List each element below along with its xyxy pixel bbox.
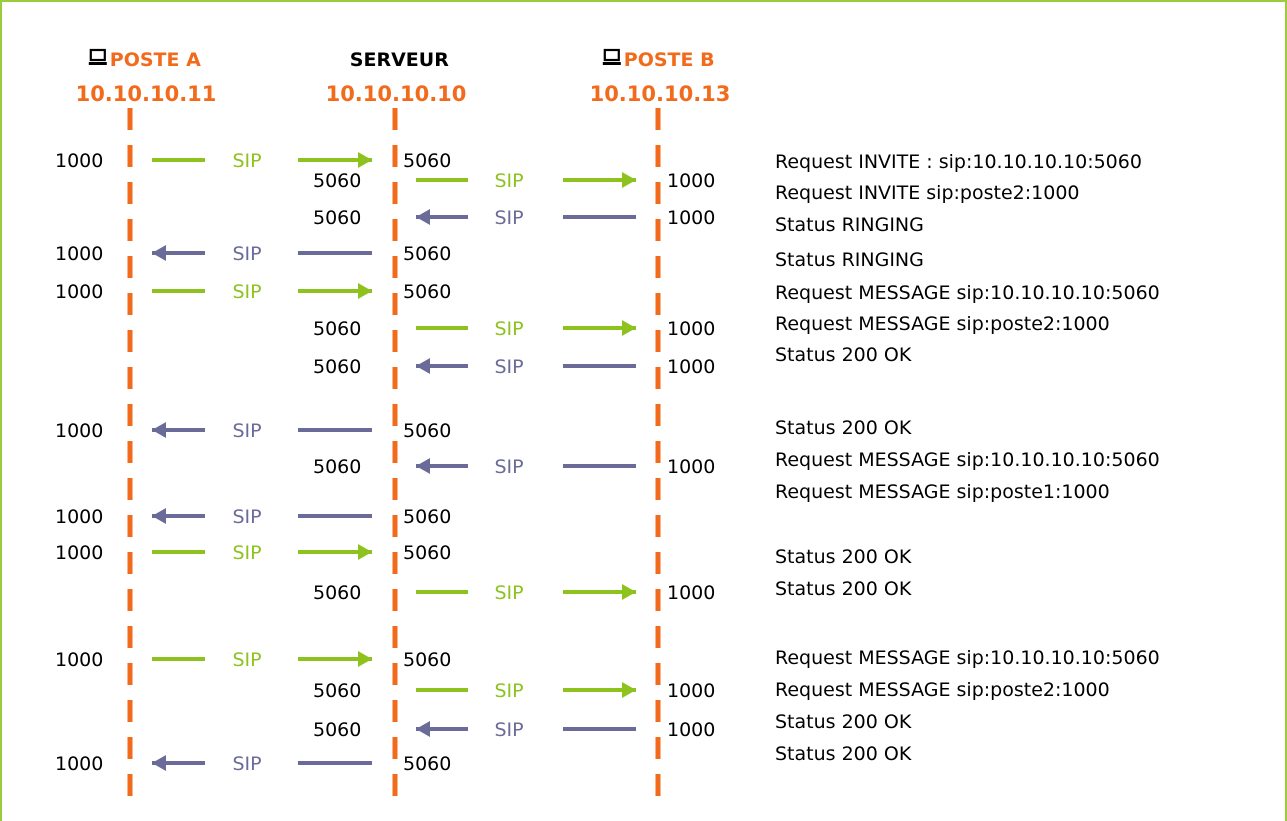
message-description: Status RINGING [775,214,924,236]
sip-label: SIP [232,542,261,564]
sip-response-arrow-head [416,209,430,225]
port-label: 1000 [55,281,103,303]
sip-response-arrow-head [416,358,430,374]
host-ip-poste-a: 10.10.10.11 [76,82,217,106]
port-label: 1000 [667,680,715,702]
port-label: 5060 [313,318,361,340]
port-label: 5060 [313,719,361,741]
port-label: 1000 [667,456,715,478]
port-label: 5060 [403,281,451,303]
port-label: 1000 [55,420,103,442]
message-description: Status 200 OK [775,743,912,765]
sip-request-arrow-head [622,682,636,698]
message-description: Status 200 OK [775,578,912,600]
sip-label: SIP [494,719,523,741]
message-description: Request MESSAGE sip:poste2:1000 [775,679,1110,701]
message-description: Status RINGING [775,249,924,271]
message-description: Request MESSAGE sip:10.10.10.10:5060 [775,647,1160,669]
sip-label: SIP [232,243,261,265]
message-description: Request MESSAGE sip:10.10.10.10:5060 [775,449,1160,471]
port-label: 1000 [55,150,103,172]
port-label: 1000 [667,170,715,192]
sip-request-arrow-head [358,283,372,299]
message-description: Status 200 OK [775,417,912,439]
message-description: Status 200 OK [775,344,912,366]
sip-response-arrow-head [152,508,166,524]
sip-label: SIP [232,753,261,775]
port-label: 1000 [667,207,715,229]
message-description: Status 200 OK [775,711,912,733]
port-label: 5060 [313,582,361,604]
port-label: 1000 [55,243,103,265]
port-label: 5060 [403,420,451,442]
sip-request-arrow-head [622,172,636,188]
port-label: 5060 [313,456,361,478]
sip-response-arrow-head [152,422,166,438]
port-label: 1000 [55,542,103,564]
host-ip-poste-b: 10.10.10.13 [590,82,731,106]
message-description: Request MESSAGE sip:10.10.10.10:5060 [775,282,1160,304]
port-label: 5060 [403,542,451,564]
sip-label: SIP [494,456,523,478]
sip-label: SIP [232,420,261,442]
host-name-serveur: SERVEUR [350,49,449,71]
sip-label: SIP [494,680,523,702]
sip-label: SIP [494,356,523,378]
host-ip-serveur: 10.10.10.10 [326,82,467,106]
port-label: 5060 [313,207,361,229]
message-description: Request MESSAGE sip:poste1:1000 [775,481,1110,503]
sip-label: SIP [232,506,261,528]
sip-request-arrow-head [358,651,372,667]
sip-request-arrow-head [358,152,372,168]
port-label: 5060 [403,753,451,775]
sip-response-arrow-head [152,245,166,261]
port-label: 1000 [667,318,715,340]
port-label: 5060 [403,649,451,671]
host-name-poste-b: POSTE B [624,49,715,71]
sip-response-arrow-head [152,755,166,771]
sip-response-arrow-head [416,721,430,737]
port-label: 5060 [313,356,361,378]
port-label: 1000 [667,719,715,741]
message-description: Request INVITE sip:poste2:1000 [775,182,1080,204]
port-label: 5060 [403,150,451,172]
sip-label: SIP [494,582,523,604]
host-name-poste-a: POSTE A [110,49,201,71]
sip-label: SIP [494,207,523,229]
port-label: 5060 [313,170,361,192]
port-label: 5060 [403,506,451,528]
message-description: Status 200 OK [775,546,912,568]
port-label: 1000 [55,506,103,528]
sip-request-arrow-head [358,544,372,560]
laptop-icon [88,48,107,65]
sip-label: SIP [232,281,261,303]
sip-label: SIP [494,318,523,340]
message-description: Request MESSAGE sip:poste2:1000 [775,313,1110,335]
sip-label: SIP [232,150,261,172]
port-label: 1000 [55,649,103,671]
sip-label: SIP [494,170,523,192]
port-label: 5060 [313,680,361,702]
message-description: Request INVITE : sip:10.10.10.10:5060 [775,151,1142,173]
sip-response-arrow-head [416,458,430,474]
sip-label: SIP [232,649,261,671]
sip-request-arrow-head [622,584,636,600]
port-label: 1000 [667,582,715,604]
port-label: 1000 [667,356,715,378]
sip-request-arrow-head [622,320,636,336]
port-label: 1000 [55,753,103,775]
laptop-icon [602,48,621,65]
port-label: 5060 [403,243,451,265]
